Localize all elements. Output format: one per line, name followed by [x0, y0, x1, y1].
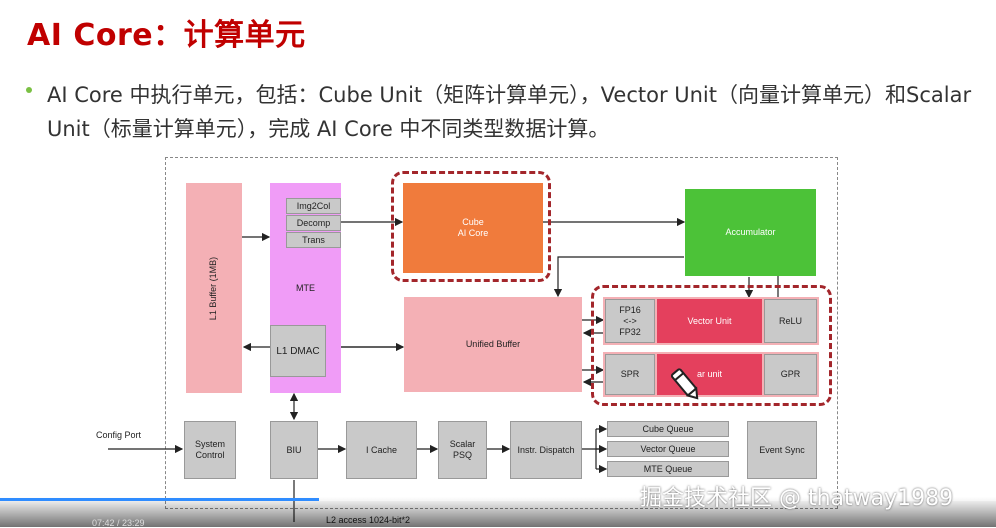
- vector-unit-label: Vector Unit: [687, 315, 732, 326]
- i-cache: I Cache: [346, 421, 417, 479]
- cube-queue-label: Cube Queue: [642, 423, 694, 434]
- system-control-label-2: Control: [195, 450, 225, 460]
- trans-box: Trans: [286, 232, 341, 248]
- img2col-label: Img2Col: [296, 200, 331, 211]
- fp32-label: FP32: [619, 326, 641, 337]
- instr-dispatch-label: Instr. Dispatch: [517, 444, 575, 455]
- event-sync-label: Event Sync: [759, 444, 805, 455]
- scalar-psq: Scalar PSQ: [438, 421, 487, 479]
- system-control-label-1: System: [194, 439, 225, 449]
- relu-box: ReLU: [764, 299, 817, 343]
- vector-queue: Vector Queue: [607, 441, 729, 457]
- l2-access-label: L2 access 1024-bit*2: [326, 515, 411, 525]
- vector-scalar-highlight: [591, 285, 832, 406]
- page-title: AI Core：计算单元: [27, 18, 306, 53]
- video-controls-bar: [0, 497, 996, 527]
- spr-label: SPR: [620, 369, 640, 379]
- mte-queue-label: MTE Queue: [643, 463, 693, 474]
- mte-label: MTE: [296, 282, 315, 293]
- gpr-box: GPR: [764, 354, 817, 395]
- biu-label: BIU: [286, 444, 302, 455]
- video-progress-bar[interactable]: [0, 498, 996, 501]
- decomp-box: Decomp: [286, 215, 341, 231]
- l1-dmac: L1 DMAC: [270, 325, 326, 377]
- bullet-text: AI Core 中执行单元，包括：Cube Unit（矩阵计算单元），Vecto…: [47, 83, 972, 141]
- scalar-psq-label-2: PSQ: [452, 450, 472, 460]
- fp16-label: FP16: [619, 304, 641, 315]
- config-port-label: Config Port: [96, 429, 142, 440]
- fp16-fp32-box: FP16 <-> FP32: [605, 299, 655, 343]
- gpr-label: GPR: [780, 369, 801, 379]
- vector-unit: Vector Unit: [657, 299, 762, 343]
- convert-label: <->: [623, 315, 637, 326]
- cube-highlight: [391, 171, 551, 282]
- spr-box: SPR: [605, 354, 655, 395]
- trans-label: Trans: [302, 234, 325, 245]
- unified-buffer: Unified Buffer: [404, 297, 582, 392]
- biu: BIU: [270, 421, 318, 479]
- pencil-icon: [670, 368, 699, 400]
- l1-buffer: L1 Buffer (1MB): [186, 183, 242, 393]
- cube-unit: Cube AI Core: [403, 183, 543, 273]
- scalar-unit: ar unit: [657, 354, 762, 395]
- l1-buffer-label: L1 Buffer (1MB): [208, 256, 219, 320]
- img2col-box: Img2Col: [286, 198, 341, 214]
- system-control: System Control: [184, 421, 236, 479]
- accumulator-label: Accumulator: [725, 227, 776, 237]
- instr-dispatch: Instr. Dispatch: [510, 421, 582, 479]
- accumulator: Accumulator: [685, 189, 816, 276]
- unified-buffer-label: Unified Buffer: [465, 339, 521, 349]
- vector-queue-label: Vector Queue: [640, 443, 696, 454]
- decomp-label: Decomp: [296, 217, 331, 228]
- watermark: 掘金技术社区 @ thatway1989: [640, 486, 954, 511]
- cube-sub-label: AI Core: [457, 228, 489, 238]
- cube-label: Cube: [462, 217, 484, 227]
- bullet-dot: [26, 87, 32, 93]
- i-cache-label: I Cache: [365, 444, 398, 455]
- scalar-unit-label: ar unit: [696, 369, 722, 379]
- video-progress-fill: [0, 498, 319, 501]
- event-sync: Event Sync: [747, 421, 817, 479]
- cube-queue: Cube Queue: [607, 421, 729, 437]
- video-time: 07:42 / 23:29: [92, 518, 145, 528]
- scalar-psq-label-1: Scalar: [449, 439, 476, 449]
- mte-queue: MTE Queue: [607, 461, 729, 477]
- relu-label: ReLU: [778, 315, 802, 326]
- l1-dmac-label: L1 DMAC: [276, 345, 320, 357]
